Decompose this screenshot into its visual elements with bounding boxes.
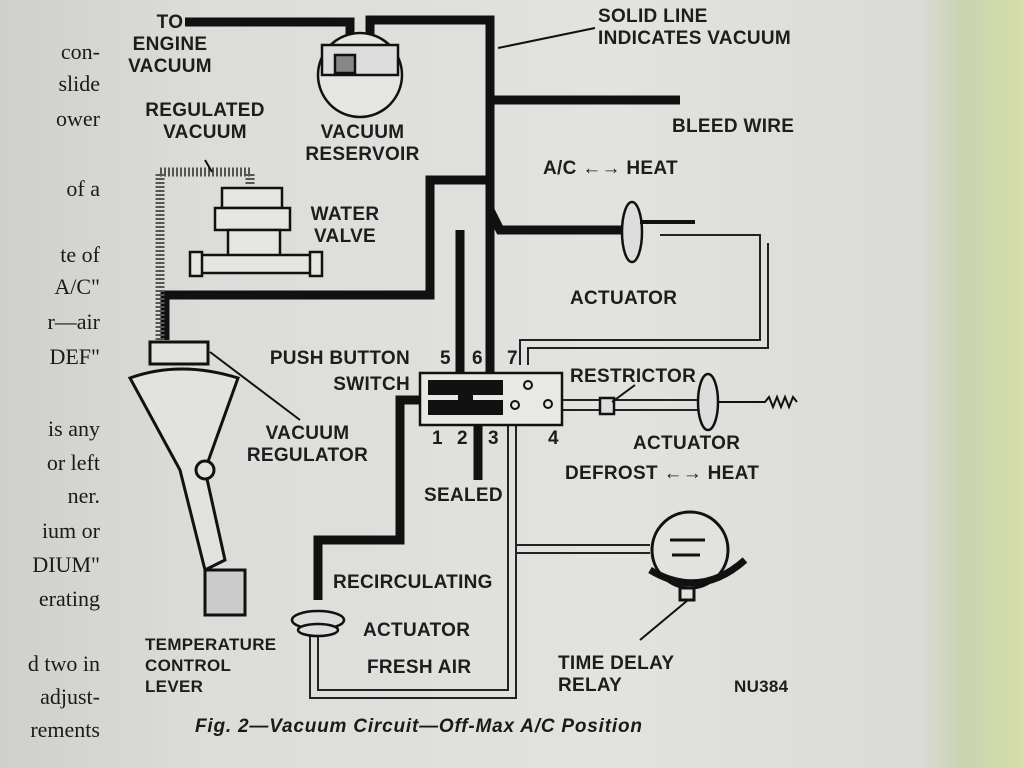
vacuum-line	[160, 175, 490, 340]
label-line: RESERVOIR	[305, 144, 420, 165]
label-line: ENGINE	[132, 34, 208, 55]
vacuum-line	[313, 395, 425, 600]
label-temperature-control-lever: TEMPERATURE CONTROL LEVER	[145, 634, 276, 697]
label-restrictor: RESTRICTOR	[570, 366, 697, 387]
port-4: 4	[548, 428, 559, 449]
text-line: erating	[38, 586, 100, 611]
port-2: 2	[457, 428, 468, 449]
label-line: RELAY	[558, 675, 623, 696]
text-line: or left	[46, 450, 100, 475]
port-6: 6	[472, 348, 483, 369]
text-line: slide	[58, 71, 100, 96]
text-line: DEF"	[49, 344, 100, 369]
pointer-arrow	[611, 384, 636, 403]
label-line: VACUUM	[265, 423, 350, 444]
label-fresh-air: FRESH AIR	[367, 657, 472, 678]
text-line: r—air	[47, 309, 100, 334]
atmospheric-line	[309, 425, 517, 699]
figure-code: NU384	[734, 677, 789, 696]
label-ac-heat: A/C ←→ HEAT	[543, 158, 678, 179]
water-valve	[188, 186, 324, 278]
regulated-vacuum-line	[155, 167, 255, 340]
label-defrost-heat: DEFROST ←→ HEAT	[565, 463, 760, 484]
temperature-control-lever	[127, 340, 247, 617]
time-delay-relay	[648, 510, 748, 602]
atmospheric-line	[527, 243, 769, 365]
label-actuator-mid: ACTUATOR	[633, 433, 741, 454]
label-line: VALVE	[313, 226, 377, 247]
port-5: 5	[440, 348, 451, 369]
text-line: ower	[56, 106, 100, 131]
vacuum-line	[365, 15, 495, 210]
label-regulated-vacuum: REGULATED VACUUM	[140, 100, 270, 144]
label-line: CONTROL	[145, 656, 232, 675]
text-line: te of	[60, 242, 100, 267]
label-line: INDICATES VACUUM	[598, 28, 792, 49]
port-7: 7	[507, 348, 518, 369]
label-line: TIME DELAY	[558, 653, 675, 674]
label-time-delay-relay: TIME DELAY RELAY	[558, 653, 674, 697]
label-line: SOLID LINE	[598, 6, 708, 27]
pointer-arrow	[639, 599, 689, 641]
label-line: REGULATOR	[246, 445, 369, 466]
figure-caption: Fig. 2—Vacuum Circuit—Off-Max A/C Positi…	[195, 716, 643, 737]
label-push-button-switch: PUSH BUTTON SWITCH	[250, 348, 410, 396]
atmospheric-line	[519, 234, 761, 365]
label-line: PUSH BUTTON	[269, 348, 410, 369]
label-sealed: SEALED	[424, 485, 503, 506]
port-1: 1	[432, 428, 443, 449]
label-actuator-top: ACTUATOR	[570, 288, 678, 309]
label-line: LEVER	[145, 677, 204, 696]
ac-heat-actuator	[620, 200, 695, 264]
defrost-heat-actuator	[696, 372, 798, 432]
text-line: ium or	[41, 518, 100, 543]
label-line: REGULATED	[145, 100, 265, 121]
vacuum-line	[485, 207, 625, 235]
pointer-arrow	[204, 159, 213, 173]
text-line: A/C"	[54, 274, 100, 299]
label-recirculating: RECIRCULATING	[333, 572, 493, 593]
label-solid-line: SOLID LINE INDICATES VACUUM	[598, 6, 791, 50]
restrictor	[598, 396, 616, 416]
pointer-arrow	[497, 27, 596, 49]
text-line: con-	[60, 39, 100, 64]
label-line: TEMPERATURE	[145, 635, 277, 654]
text-line: adjust-	[40, 684, 100, 709]
text-line: ner.	[67, 483, 100, 508]
label-to-engine-vacuum: TO ENGINE VACUUM	[120, 12, 220, 78]
atmospheric-line	[516, 544, 650, 554]
recirc-fresh-actuator	[290, 609, 346, 638]
label-vacuum-reservoir: VACUUM RESERVOIR	[300, 122, 425, 166]
vacuum-reservoir	[316, 31, 404, 119]
label-line: SWITCH	[333, 374, 410, 395]
label-line: TO	[156, 12, 184, 33]
text-line: rements	[30, 717, 100, 742]
text-line: DIUM"	[32, 552, 100, 577]
text-line: of a	[66, 176, 100, 201]
label-line: VACUUM	[163, 122, 247, 143]
port-3: 3	[488, 428, 499, 449]
label-line: VACUUM	[128, 56, 212, 77]
label-water-valve: WATER VALVE	[300, 204, 390, 248]
label-actuator-bottom: ACTUATOR	[363, 620, 471, 641]
label-line: VACUUM	[320, 122, 405, 143]
label-line: WATER	[310, 204, 380, 225]
push-button-switch	[418, 371, 564, 427]
text-line: is any	[48, 416, 100, 441]
text-line: d two in	[27, 651, 100, 676]
atmospheric-line	[560, 399, 700, 411]
label-vacuum-regulator: VACUUM REGULATOR	[240, 423, 375, 467]
label-bleed-wire: BLEED WIRE	[672, 116, 795, 137]
pointer-arrow	[209, 351, 301, 421]
